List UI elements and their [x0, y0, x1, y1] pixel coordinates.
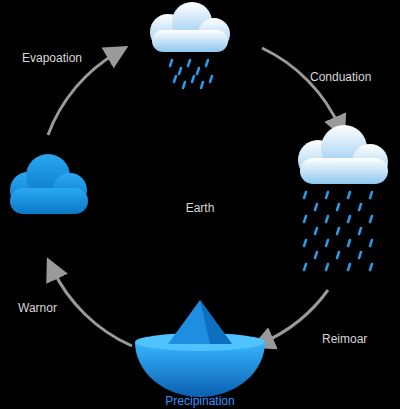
rain-drop — [359, 204, 361, 210]
rain-drop — [370, 264, 372, 270]
rain-drop — [337, 228, 339, 234]
rain-drop — [348, 240, 350, 246]
rain-drop — [188, 60, 190, 66]
rain-drop — [370, 240, 372, 246]
rain-drop — [326, 240, 328, 246]
rain-drop — [337, 252, 339, 258]
top-cloud — [150, 2, 230, 52]
rain-drop — [210, 76, 212, 82]
rain-drop — [170, 60, 172, 66]
rain-drop — [348, 264, 350, 270]
rain-drops — [170, 60, 372, 270]
rain-drop — [315, 204, 317, 210]
rain-drop — [315, 228, 317, 234]
rain-drop — [326, 192, 328, 198]
rain-drop — [304, 240, 306, 246]
left-cloud — [10, 154, 88, 214]
rain-drop — [348, 192, 350, 198]
rain-drop — [315, 252, 317, 258]
rain-drop — [370, 192, 372, 198]
rain-drop — [201, 82, 203, 88]
rain-drop — [359, 228, 361, 234]
rain-drop — [304, 192, 306, 198]
rain-drop — [326, 216, 328, 222]
stage-label: Earth — [186, 201, 215, 215]
rain-drop — [192, 76, 194, 82]
cycle-arrows — [48, 48, 340, 346]
stage-label: Reimoar — [322, 332, 367, 346]
rain-drop — [326, 264, 328, 270]
rain-drop — [304, 264, 306, 270]
rain-drop — [370, 216, 372, 222]
rain-drop — [183, 82, 185, 88]
earth-bowl — [135, 300, 265, 397]
rain-drop — [179, 68, 181, 74]
right-cloud — [298, 125, 388, 184]
stage-label: Evapoation — [22, 51, 82, 65]
rain-drop — [359, 252, 361, 258]
stage-label: Conduation — [310, 70, 371, 84]
rain-drop — [206, 60, 208, 66]
stage-label: Warnor — [18, 301, 57, 315]
rain-drop — [348, 216, 350, 222]
rain-drop — [304, 216, 306, 222]
earth-label: Precipination — [165, 394, 234, 408]
rain-drop — [337, 204, 339, 210]
rain-drop — [174, 76, 176, 82]
rain-drop — [197, 68, 199, 74]
